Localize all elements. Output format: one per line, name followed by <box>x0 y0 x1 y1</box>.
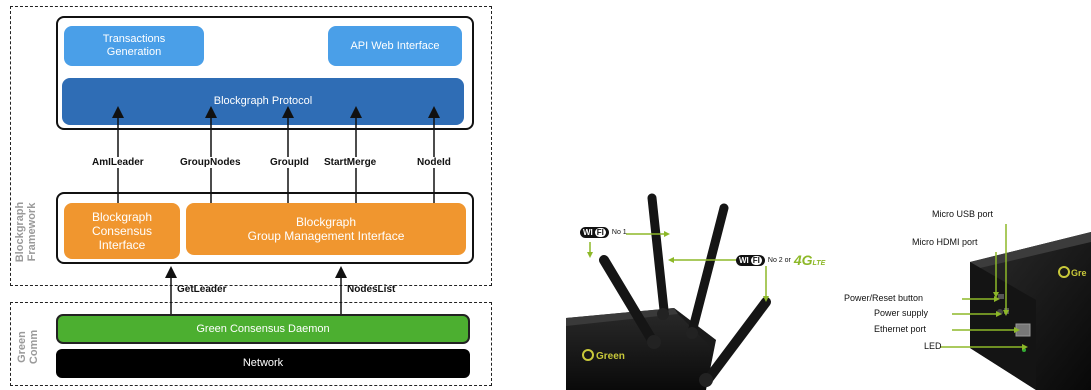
blockgraph-protocol-box: Blockgraph Protocol <box>62 78 464 125</box>
antennas-illustration: Green <box>566 193 771 390</box>
consensus-interface-box: Blockgraph Consensus Interface <box>64 203 180 259</box>
label-led: LED <box>924 341 942 351</box>
label-amileader: AmILeader <box>90 157 146 168</box>
label-micro-hdmi-port: Micro HDMI port <box>912 237 978 247</box>
label-groupid: GroupId <box>268 157 311 168</box>
svg-text:Gre: Gre <box>1071 268 1087 278</box>
ports-illustration: Gre <box>940 224 1091 390</box>
network-box: Network <box>56 349 470 378</box>
device-ports-photo: Gre Micro USB port Micro HDMI port Power… <box>840 200 1091 390</box>
svg-text:Green: Green <box>596 351 625 362</box>
green-consensus-daemon-box: Green Consensus Daemon <box>56 314 470 344</box>
label-ethernet-port: Ethernet port <box>874 324 927 334</box>
green-comm-frame <box>10 302 492 386</box>
arrows-layer <box>112 106 440 314</box>
wifi-2-label: No 2 or <box>767 256 791 264</box>
group-management-interface-box: Blockgraph Group Management Interface <box>186 203 466 255</box>
architecture-diagram: Blockgraph Framework Green Comm Transact… <box>0 0 500 390</box>
lte-logo: 4GLTE <box>793 252 826 268</box>
transactions-generation-box: Transactions Generation <box>64 26 204 66</box>
wifi-1-label: No 1 <box>611 229 627 236</box>
label-startmerge: StartMerge <box>322 157 379 168</box>
label-getleader: GetLeader <box>177 284 227 295</box>
label-nodeid: NodeId <box>415 157 453 168</box>
label-groupnodes: GroupNodes <box>178 157 243 168</box>
label-power-supply: Power supply <box>874 308 929 318</box>
label-power-reset-button: Power/Reset button <box>844 293 924 303</box>
blockgraph-framework-frame <box>10 6 492 286</box>
label-micro-usb-port: Micro USB port <box>932 209 994 219</box>
api-web-interface-box: API Web Interface <box>328 26 462 66</box>
label-nodeslist: NodesList <box>347 284 396 295</box>
